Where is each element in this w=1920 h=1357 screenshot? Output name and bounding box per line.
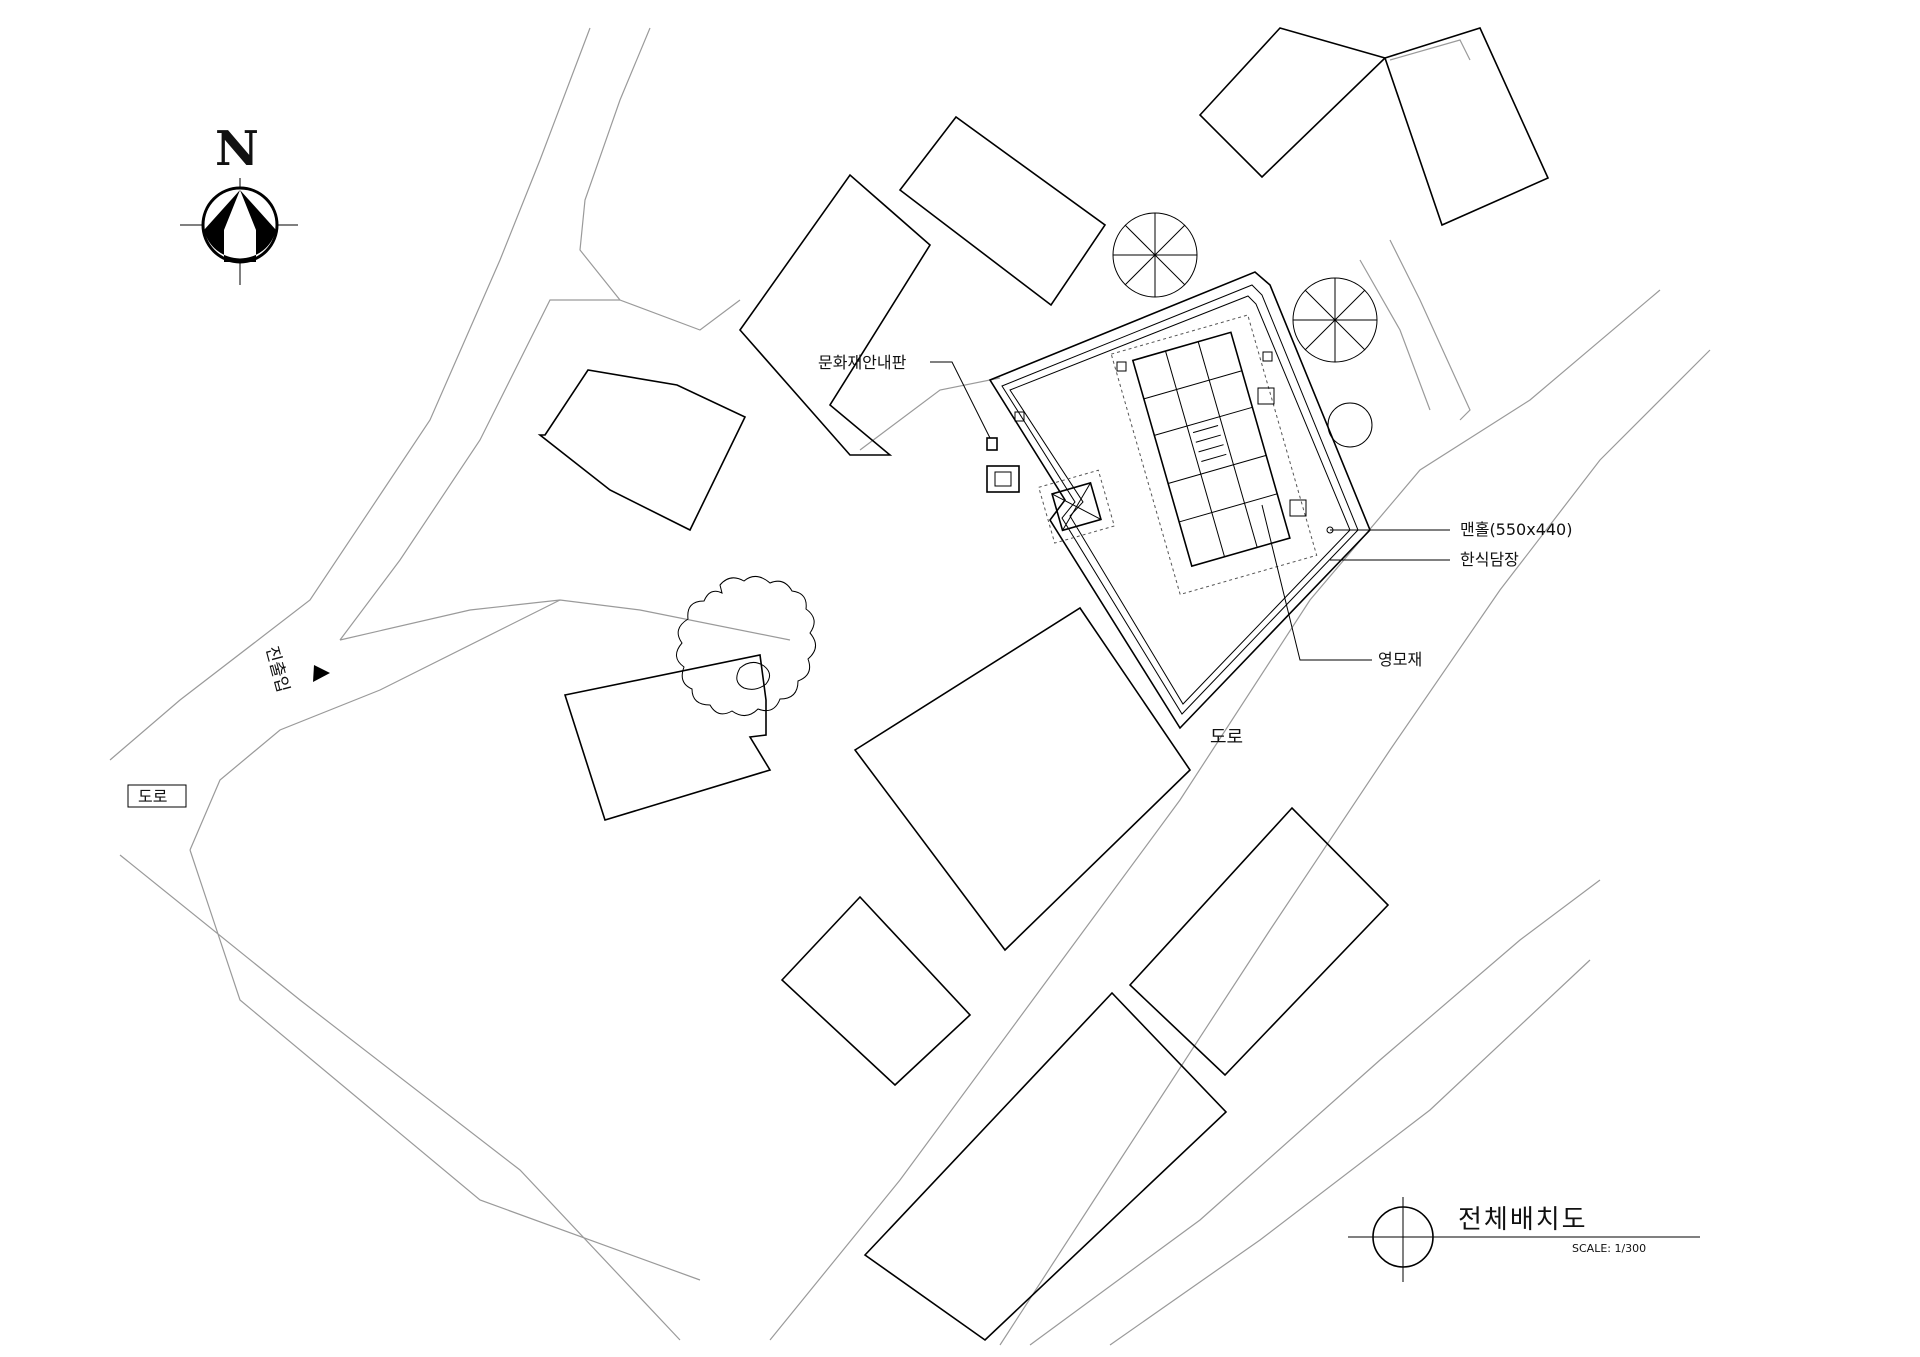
tree-3	[1327, 402, 1373, 448]
gate-structure	[1038, 469, 1115, 544]
north-arrow-icon	[204, 230, 276, 262]
building-outline	[563, 654, 772, 821]
building-outline	[853, 606, 1192, 952]
drawing-scale: SCALE: 1/300	[1572, 1242, 1646, 1255]
building-outline	[537, 369, 747, 532]
tree-2	[1292, 277, 1378, 363]
entrance-marker: 진출입	[261, 644, 330, 695]
surrounding-buildings	[537, 27, 1550, 1342]
label-main-building: 영모재	[1378, 650, 1422, 669]
building-outline	[1383, 27, 1550, 227]
building-outline	[1128, 806, 1390, 1077]
cultural-sign-board	[986, 437, 1020, 493]
building-outline	[863, 991, 1228, 1342]
large-tree	[676, 576, 816, 716]
label-entrance: 진출입	[261, 644, 292, 694]
north-letter: N	[215, 121, 259, 177]
building-outline	[898, 115, 1107, 307]
label-road-left: 도로	[138, 787, 167, 806]
compound-fixtures	[1014, 351, 1334, 534]
label-road-upper: 도로	[1210, 727, 1243, 748]
label-manhole: 맨홀(550x440)	[1460, 520, 1572, 539]
building-outline	[738, 173, 932, 456]
tree-1	[1112, 212, 1198, 298]
road-lines	[109, 27, 1711, 1346]
leader-lines	[930, 361, 1450, 661]
building-outline	[780, 895, 972, 1087]
main-building-yeongmojae	[1110, 314, 1318, 596]
label-fence: 한식담장	[1460, 550, 1519, 569]
building-outline	[1198, 27, 1387, 179]
north-arrow: N	[180, 121, 298, 285]
road-label-left: 도로	[127, 784, 187, 808]
title-block: 전체배치도 SCALE: 1/300	[1348, 1197, 1700, 1282]
drawing-title: 전체배치도	[1458, 1205, 1588, 1235]
entrance-arrow-icon	[313, 665, 330, 682]
label-cultural-sign: 문화재안내판	[818, 353, 907, 372]
